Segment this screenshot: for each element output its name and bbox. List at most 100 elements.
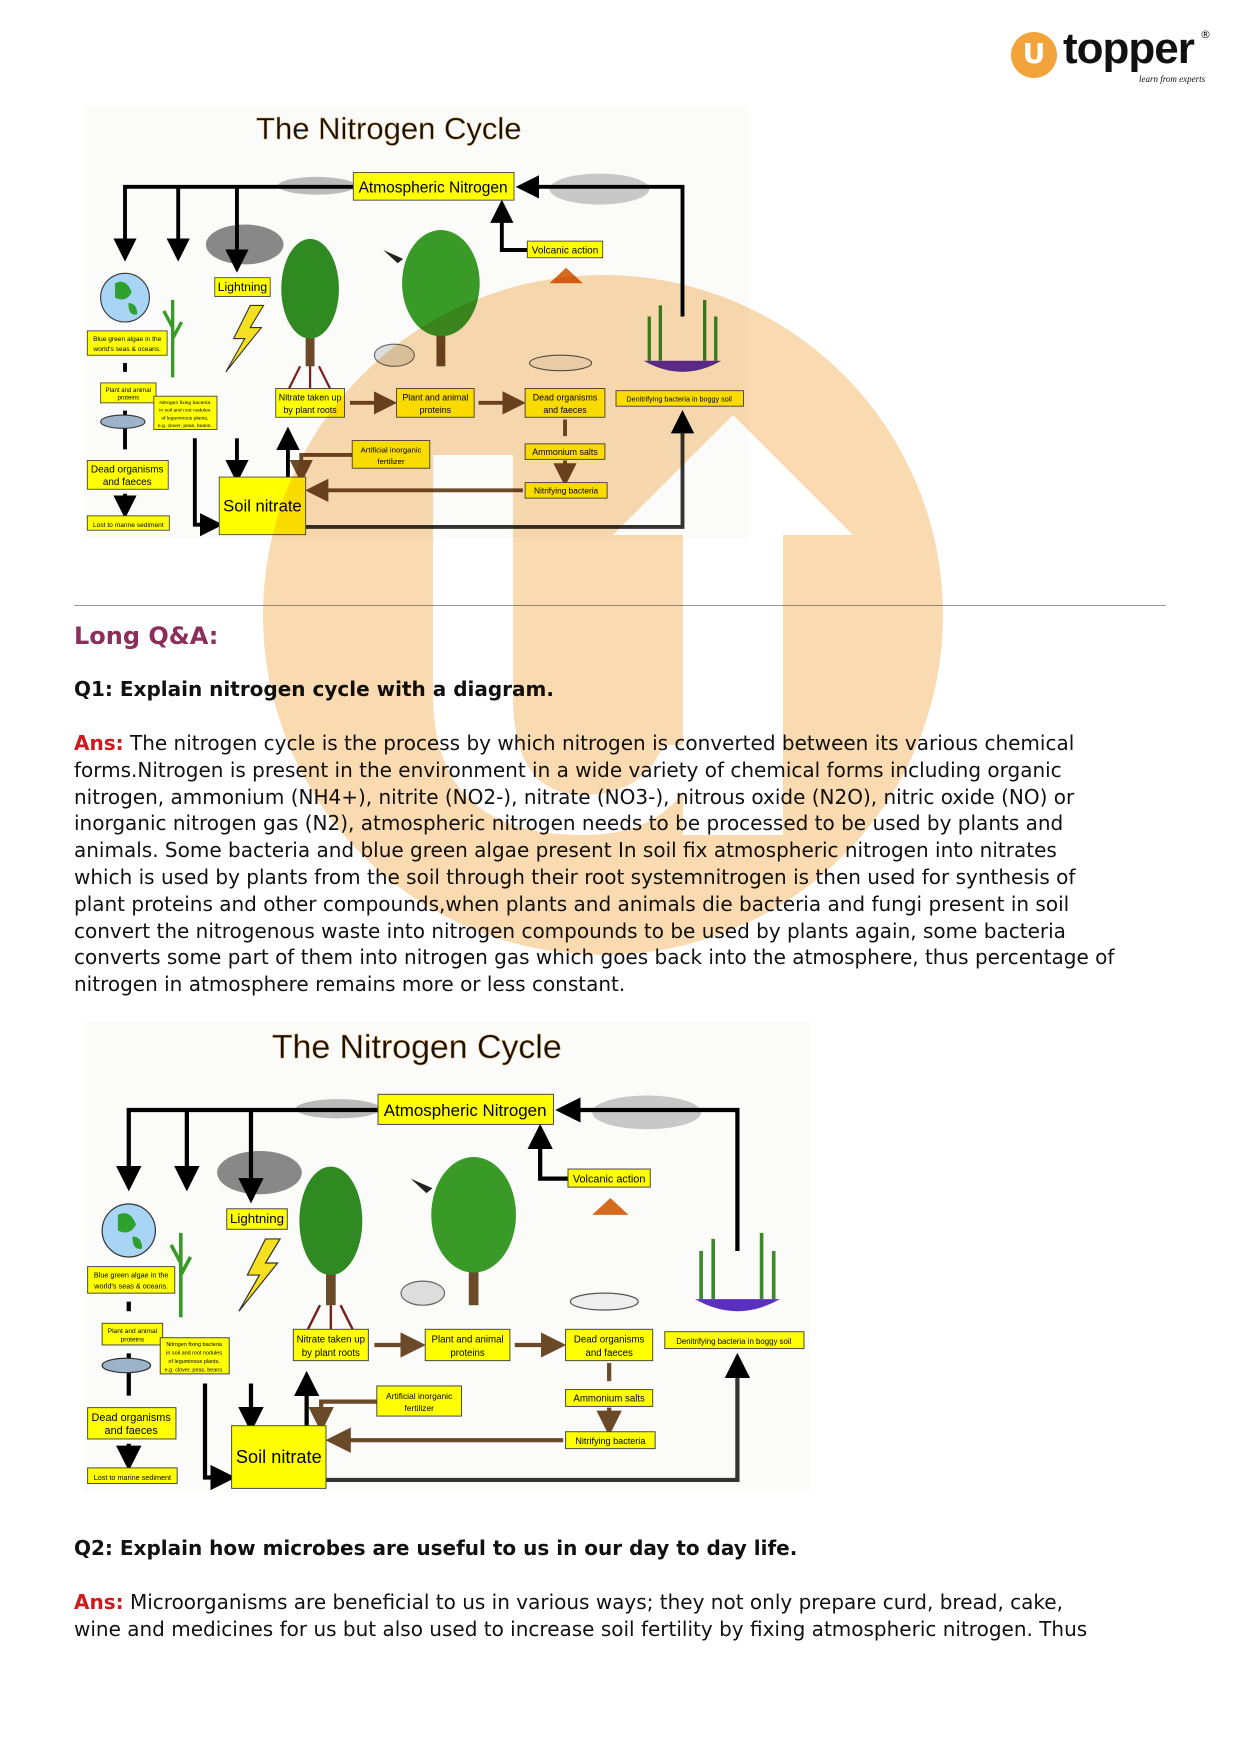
label-nitrate-taken-up: Nitrate taken up <box>279 393 342 403</box>
lightning-bolt-icon <box>238 1238 282 1312</box>
answer-line: Ans: The nitrogen cycle is the process b… <box>74 731 1075 755</box>
dead-animal-icon <box>528 354 593 372</box>
label-dead-organisms: Dead organisms <box>574 1335 645 1346</box>
answer-line: forms.Nitrogen is present in the environ… <box>74 757 1062 782</box>
answer-line: which is used by plants from the soil th… <box>74 864 1076 889</box>
label-dead-organisms-left: Dead organisms <box>91 465 164 476</box>
svg-text:of leguminous plants,: of leguminous plants, <box>168 1359 220 1365</box>
tree-icon <box>299 1166 363 1332</box>
label-artificial-fertilizer: Artificial inorganic <box>361 446 422 455</box>
divider <box>74 605 1166 606</box>
label-nitrifying-bacteria: Nitrifying bacteria <box>534 486 598 496</box>
nitrogen-cycle-diagram: The Nitrogen Cycle <box>84 106 749 538</box>
svg-text:fertilizer: fertilizer <box>404 1403 434 1413</box>
answer-1: Ans: The nitrogen cycle is the process b… <box>74 730 1114 998</box>
svg-text:in soil and root nodules: in soil and root nodules <box>159 408 211 414</box>
svg-text:e.g. clover, peas, beans.: e.g. clover, peas, beans. <box>158 423 212 429</box>
sheep-icon <box>400 1280 446 1306</box>
topper-logo: U topper ® learn from experts <box>1011 24 1211 88</box>
label-plant-animal-proteins-small: Plant and animal <box>108 1328 158 1335</box>
svg-text:in soil and root nodules: in soil and root nodules <box>166 1351 222 1357</box>
dead-animal-icon <box>569 1292 639 1311</box>
ans-label: Ans: <box>74 1590 124 1614</box>
label-nitrifying-bacteria: Nitrifying bacteria <box>575 1436 646 1446</box>
label-lightning: Lightning <box>218 280 267 294</box>
label-nitrogen-fixing-bacteria: Nitrogen fixing bacteria <box>159 400 210 406</box>
tree-icon <box>402 230 480 367</box>
label-volcanic-action: Volcanic action <box>532 245 599 256</box>
answer-line: nitrogen, ammonium (NH4+), nitrite (NO2-… <box>74 784 1075 809</box>
svg-text:by plant roots: by plant roots <box>283 405 337 415</box>
label-atmospheric-nitrogen: Atmospheric Nitrogen <box>384 1101 547 1120</box>
nitrogen-cycle-diagram-2: The Nitrogen Cycle <box>84 1022 810 1492</box>
sheep-icon <box>373 343 415 367</box>
tree-icon <box>281 238 339 391</box>
svg-text:world's seas & oceans.: world's seas & oceans. <box>92 346 161 353</box>
label-blue-green-algae: Blue green algae in the <box>94 1271 169 1280</box>
svg-text:of leguminous plants,: of leguminous plants, <box>161 415 208 421</box>
label-plant-animal-proteins-small: Plant and animal <box>106 387 151 394</box>
diagram-title: The Nitrogen Cycle <box>272 1028 562 1066</box>
svg-text:and faeces: and faeces <box>543 405 587 415</box>
answer-line: animals. Some bacteria and blue green al… <box>74 838 1057 863</box>
bird-icon <box>383 250 404 264</box>
logo-mark: U <box>1011 32 1057 78</box>
answer-line: plant proteins and other compounds,when … <box>74 891 1070 916</box>
diagram-svg: The Nitrogen Cycle <box>86 111 744 537</box>
svg-text:proteins: proteins <box>118 395 140 402</box>
label-ammonium-salts: Ammonium salts <box>532 447 598 457</box>
label-plant-animal-proteins: Plant and animal <box>402 393 468 403</box>
label-dead-organisms-left: Dead organisms <box>92 1412 172 1424</box>
bird-icon <box>410 1178 433 1194</box>
diagram-svg: The Nitrogen Cycle <box>87 1028 805 1491</box>
svg-text:and faeces: and faeces <box>103 477 152 488</box>
lightning-bolt-icon <box>225 304 265 373</box>
ans-label: Ans: <box>74 731 124 755</box>
label-lightning: Lightning <box>230 1211 284 1226</box>
label-nitrate-taken-up: Nitrate taken up <box>297 1335 365 1346</box>
svg-text:e.g. clover, peas, beans.: e.g. clover, peas, beans. <box>165 1367 224 1373</box>
label-lost-marine: Lost to marine sediment <box>94 1473 171 1482</box>
svg-text:world's seas & oceans.: world's seas & oceans. <box>93 1281 168 1290</box>
section-heading: Long Q&A: <box>74 622 219 650</box>
answer-line: Ans: Microorganisms are beneficial to us… <box>74 1590 1063 1614</box>
plant-icon <box>169 1232 193 1318</box>
label-volcanic-action: Volcanic action <box>573 1173 646 1185</box>
svg-text:proteins: proteins <box>420 405 452 415</box>
svg-text:and faeces: and faeces <box>105 1425 159 1437</box>
svg-text:proteins: proteins <box>450 1348 485 1359</box>
label-denitrifying-bacteria: Denitrifying bacteria in boggy soil <box>676 1337 791 1346</box>
logo-wordmark: topper <box>1063 24 1195 73</box>
volcano-icon <box>549 267 583 284</box>
answer-line: wine and medicines for us but also used … <box>74 1616 1088 1641</box>
label-blue-green-algae: Blue green algae in the <box>93 336 161 343</box>
fish-icon <box>100 414 146 429</box>
volcano-icon <box>592 1197 629 1215</box>
logo-tagline: learn from experts <box>1139 74 1206 84</box>
answer-line: nitrogen in atmosphere remains more or l… <box>74 972 626 997</box>
cloud-icon <box>549 173 650 205</box>
tree-icon <box>431 1156 516 1306</box>
fish-icon <box>101 1357 152 1374</box>
registered-mark: ® <box>1200 28 1211 41</box>
svg-text:proteins: proteins <box>121 1336 145 1343</box>
label-ammonium-salts: Ammonium salts <box>573 1394 645 1405</box>
label-nitrogen-fixing-bacteria: Nitrogen fixing bacteria <box>166 1342 223 1348</box>
svg-text:fertilizer: fertilizer <box>377 457 405 466</box>
label-soil-nitrate: Soil nitrate <box>236 1447 322 1467</box>
svg-text:by plant roots: by plant roots <box>302 1348 360 1359</box>
label-artificial-fertilizer: Artificial inorganic <box>386 1391 452 1401</box>
question-1: Q1: Explain nitrogen cycle with a diagra… <box>74 677 554 701</box>
label-soil-nitrate: Soil nitrate <box>223 496 302 515</box>
svg-text:and faeces: and faeces <box>585 1348 633 1359</box>
label-plant-animal-proteins: Plant and animal <box>432 1335 504 1346</box>
plant-icon <box>162 299 184 378</box>
label-atmospheric-nitrogen: Atmospheric Nitrogen <box>359 179 508 196</box>
cloud-icon <box>592 1095 702 1130</box>
rain-cloud-icon <box>205 224 284 265</box>
label-denitrifying-bacteria: Denitrifying bacteria in boggy soil <box>626 395 732 404</box>
rain-cloud-icon <box>217 1150 302 1195</box>
answer-line: inorganic nitrogen gas (N2), atmospheric… <box>74 811 1064 836</box>
answer-line: converts some part of them into nitrogen… <box>74 945 1115 970</box>
bog-icon <box>643 360 722 372</box>
